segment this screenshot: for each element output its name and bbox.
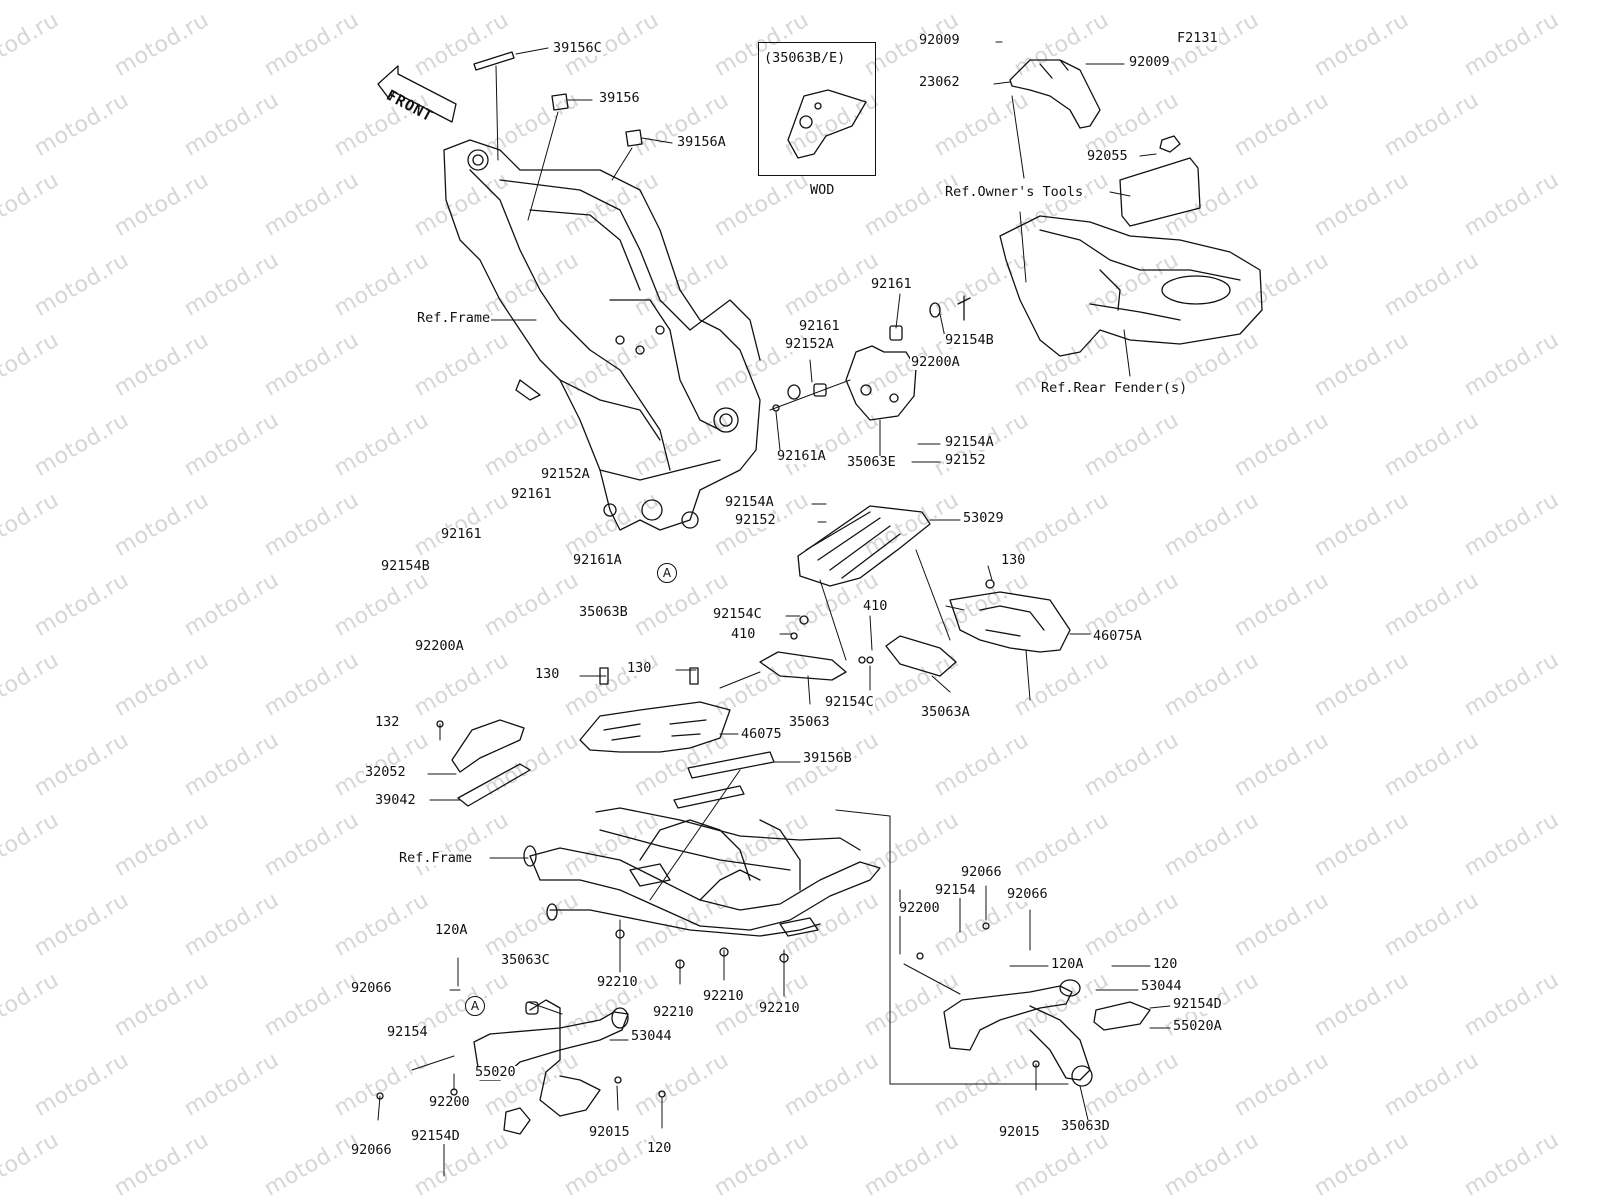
part-label-120a-b[interactable]: 120A <box>434 922 469 938</box>
tool-bag-drawing <box>1119 157 1201 227</box>
part-label-92161-a[interactable]: 92161 <box>870 276 913 292</box>
part-label-ref-owners-tools[interactable]: Ref.Owner's Tools <box>944 184 1085 200</box>
figure-code: F2131 <box>1176 30 1219 46</box>
part-label-46075a[interactable]: 46075A <box>1092 628 1143 644</box>
part-label-92055[interactable]: 92055 <box>1086 148 1129 164</box>
part-label-39156[interactable]: 39156 <box>598 90 641 106</box>
part-label-92015-a[interactable]: 92015 <box>998 1124 1041 1140</box>
part-label-53044-a[interactable]: 53044 <box>1140 978 1183 994</box>
part-label-132[interactable]: 132 <box>374 714 401 730</box>
part-label-92210-d[interactable]: 92210 <box>758 1000 801 1016</box>
part-label-92015-b[interactable]: 92015 <box>588 1124 631 1140</box>
part-label-55020a[interactable]: 55020A <box>1172 1018 1223 1034</box>
part-label-120a-a[interactable]: 120A <box>1050 956 1085 972</box>
part-label-120-a[interactable]: 120 <box>1152 956 1179 972</box>
part-label-92066-a[interactable]: 92066 <box>960 864 1003 880</box>
part-label-130-b[interactable]: 130 <box>534 666 561 682</box>
part-label-92066-d[interactable]: 92066 <box>350 1142 393 1158</box>
part-label-92161a-b[interactable]: 92161A <box>572 552 623 568</box>
part-label-92066-b[interactable]: 92066 <box>1006 886 1049 902</box>
part-label-35063a[interactable]: 35063A <box>920 704 971 720</box>
part-label-92200-b[interactable]: 92200 <box>428 1094 471 1110</box>
bracket-46075-drawing <box>579 701 731 753</box>
part-label-46075[interactable]: 46075 <box>740 726 783 742</box>
part-label-32052[interactable]: 32052 <box>364 764 407 780</box>
part-label-92161-d[interactable]: 92161 <box>440 526 483 542</box>
callout-a-top: A <box>657 563 677 583</box>
part-label-130-c[interactable]: 130 <box>626 660 653 676</box>
inset-note: WOD <box>810 182 835 198</box>
part-label-92154a-b[interactable]: 92154A <box>724 494 775 510</box>
part-label-ref-frame-top[interactable]: Ref.Frame <box>416 310 492 326</box>
part-label-39156a[interactable]: 39156A <box>676 134 727 150</box>
part-label-39156c[interactable]: 39156C <box>552 40 603 56</box>
part-label-39156b[interactable]: 39156B <box>802 750 853 766</box>
part-label-120-b[interactable]: 120 <box>646 1140 673 1156</box>
front-arrow-icon <box>377 65 457 123</box>
part-label-92200-a[interactable]: 92200 <box>898 900 941 916</box>
part-label-92009-a[interactable]: 92009 <box>918 32 961 48</box>
plate-35063-drawing <box>759 651 847 681</box>
inset-box <box>758 42 876 176</box>
rear-fender-drawing <box>999 215 1263 357</box>
bracket-35063D-drawing <box>943 979 1151 1087</box>
main-frame-drawing <box>443 139 761 531</box>
part-label-92154d-a[interactable]: 92154D <box>1172 996 1223 1012</box>
part-label-410-b[interactable]: 410 <box>730 626 757 642</box>
part-label-92152a-b[interactable]: 92152A <box>540 466 591 482</box>
part-label-92200a-b[interactable]: 92200A <box>414 638 465 654</box>
part-label-410-a[interactable]: 410 <box>862 598 889 614</box>
bracket-46075A-drawing <box>949 591 1071 653</box>
part-label-92154b-b[interactable]: 92154B <box>380 558 431 574</box>
part-label-53044-b[interactable]: 53044 <box>630 1028 673 1044</box>
part-label-55020[interactable]: 55020 <box>474 1064 517 1080</box>
part-label-92152-a[interactable]: 92152 <box>944 452 987 468</box>
part-label-92200a-a[interactable]: 92200A <box>910 354 961 370</box>
part-label-92210-b[interactable]: 92210 <box>702 988 745 1004</box>
bracket-35063C-drawing <box>473 999 629 1135</box>
part-label-130-a[interactable]: 130 <box>1000 552 1027 568</box>
bracket-32052-drawing <box>451 719 525 773</box>
part-label-92152a-a[interactable]: 92152A <box>784 336 835 352</box>
part-label-35063d[interactable]: 35063D <box>1060 1118 1111 1134</box>
plate-35063A-drawing <box>885 635 957 677</box>
bracket-23062-drawing <box>1009 59 1101 129</box>
bracket-35063E-drawing <box>845 345 917 421</box>
part-label-92154-b[interactable]: 92154 <box>386 1024 429 1040</box>
part-label-92066-c[interactable]: 92066 <box>350 980 393 996</box>
part-label-92210-c[interactable]: 92210 <box>652 1004 695 1020</box>
part-label-23062[interactable]: 23062 <box>918 74 961 90</box>
part-label-92161-b[interactable]: 92161 <box>798 318 841 334</box>
sub-frame-drawing <box>523 807 881 937</box>
part-label-92154b-a[interactable]: 92154B <box>944 332 995 348</box>
part-label-92210-a[interactable]: 92210 <box>596 974 639 990</box>
part-label-92152-b[interactable]: 92152 <box>734 512 777 528</box>
part-label-92161a-a[interactable]: 92161A <box>776 448 827 464</box>
part-label-53029[interactable]: 53029 <box>962 510 1005 526</box>
part-label-92161-c[interactable]: 92161 <box>510 486 553 502</box>
part-label-35063c[interactable]: 35063C <box>500 952 551 968</box>
part-label-92154-a[interactable]: 92154 <box>934 882 977 898</box>
part-label-35063e[interactable]: 35063E <box>846 454 897 470</box>
part-label-92154a-a[interactable]: 92154A <box>944 434 995 450</box>
part-label-35063[interactable]: 35063 <box>788 714 831 730</box>
part-label-35063b[interactable]: 35063B <box>578 604 629 620</box>
part-label-92009-b[interactable]: 92009 <box>1128 54 1171 70</box>
part-label-92154c-a[interactable]: 92154C <box>712 606 763 622</box>
step-53029-drawing <box>797 505 931 587</box>
part-label-92154c-b[interactable]: 92154C <box>824 694 875 710</box>
part-label-ref-frame-bottom[interactable]: Ref.Frame <box>398 850 474 866</box>
inset-title: (35063B/E) <box>764 50 846 66</box>
callout-a-bottom: A <box>465 996 485 1016</box>
part-label-92154d-b[interactable]: 92154D <box>410 1128 461 1144</box>
part-label-ref-rear-fenders[interactable]: Ref.Rear Fender(s) <box>1040 380 1189 396</box>
part-label-39042[interactable]: 39042 <box>374 792 417 808</box>
